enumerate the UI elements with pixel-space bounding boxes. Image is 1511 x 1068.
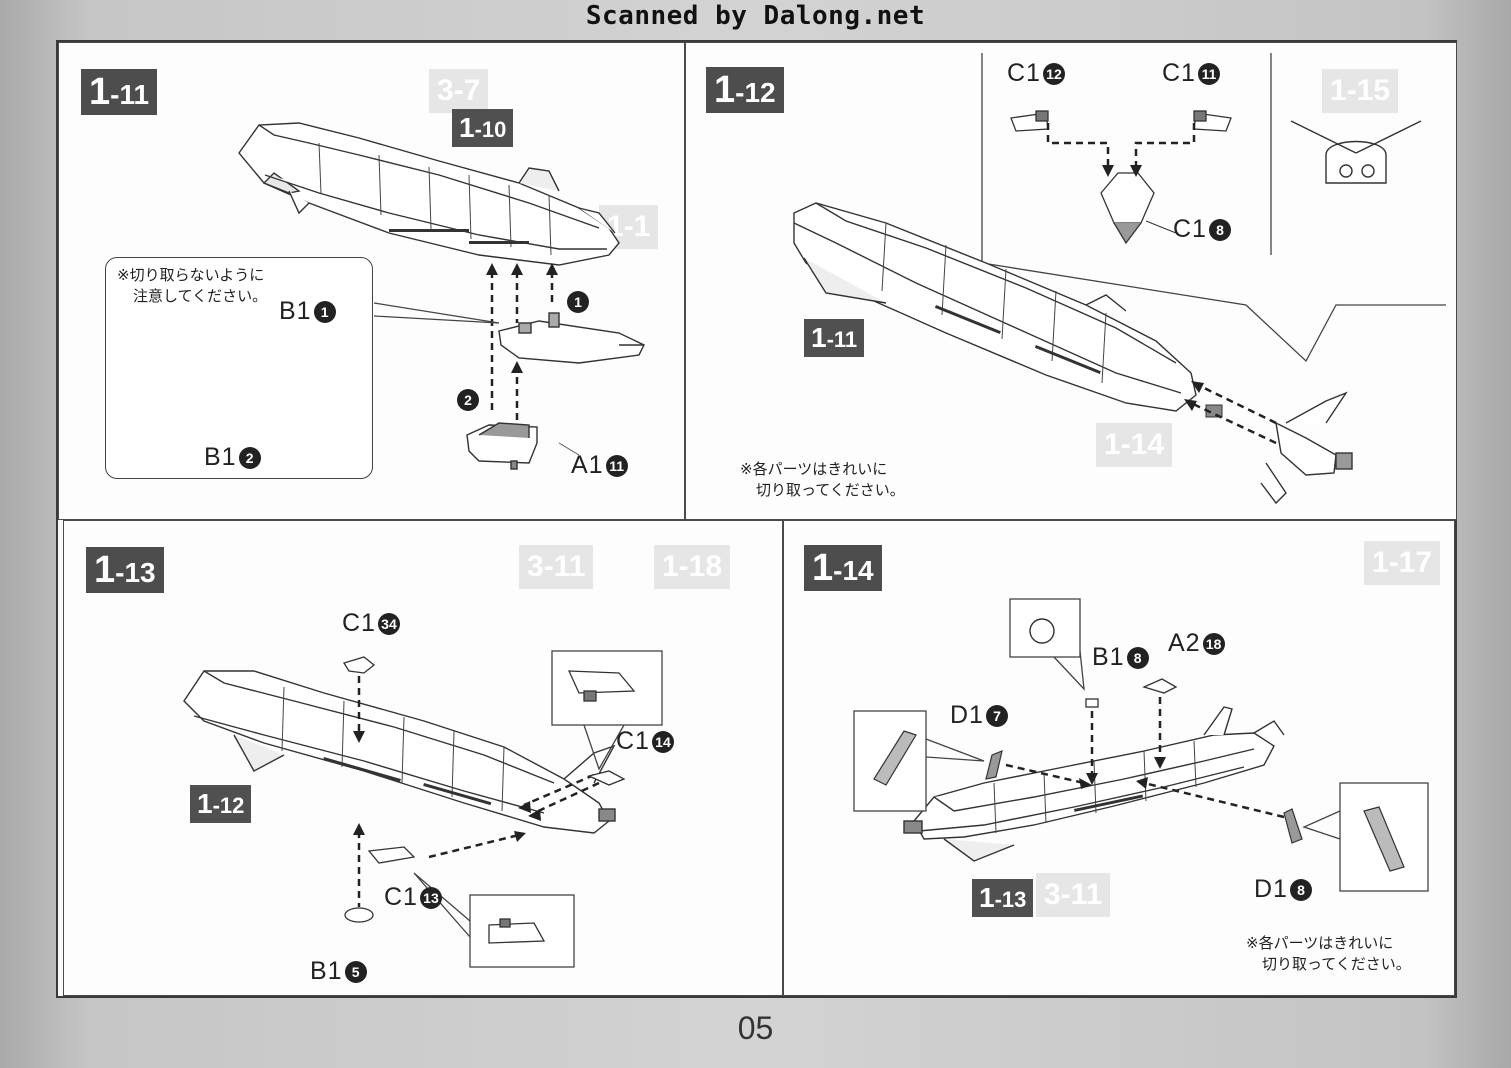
assembly-illustration-1-13 [183, 650, 663, 968]
bleed-through-step: 1-18 [654, 545, 731, 589]
assembly-reference-callout: 1-13 [972, 879, 1034, 917]
panel-step-1-12: 1-15 1-14 [685, 42, 1457, 520]
panel-step-1-14: 1-17 3-11 [783, 520, 1455, 996]
assembly-order-1: 1 [565, 287, 589, 316]
bleed-through-step: 1-15 [1322, 69, 1399, 113]
bleed-through-step: 3-11 [519, 545, 594, 589]
scan-watermark: Scanned by Dalong.net [585, 1, 926, 31]
step-number: 1-14 [804, 545, 882, 591]
panel-step-1-13: 3-11 1-18 [63, 520, 783, 996]
caution-inset [105, 257, 373, 479]
page-number: 05 [737, 1010, 774, 1046]
assembly-illustration-1-14 [853, 598, 1429, 892]
step-number: 1-12 [706, 67, 784, 113]
assembly-order-2: 2 [455, 385, 479, 414]
step-number: 1-13 [86, 547, 164, 593]
panel-step-1-11: 3-7 1-1 [58, 42, 685, 520]
cutting-note: ※各パーツはきれいに 切り取ってください。 [740, 460, 905, 499]
assembly-reference-callout: 1-12 [190, 785, 252, 823]
step-number: 1-11 [81, 69, 158, 115]
instruction-sheet: 3-7 1-1 [56, 40, 1457, 998]
assembly-reference-callout: 1-11 [804, 319, 865, 357]
assembly-illustration-1-11 [136, 122, 645, 470]
bleed-through-step: 1-17 [1364, 541, 1441, 585]
assembly-illustration-1-12 [793, 53, 1446, 505]
bleed-through-step: 3-11 [1036, 873, 1111, 917]
assembly-reference-callout: 1-10 [452, 109, 514, 147]
caution-note: ※切り取らないように 注意してください。 [117, 266, 268, 305]
bleed-through-step: 3-7 [429, 69, 489, 113]
cutting-note: ※各パーツはきれいに 切り取ってください。 [1246, 934, 1411, 973]
bleed-through-step: 1-14 [1096, 423, 1173, 467]
